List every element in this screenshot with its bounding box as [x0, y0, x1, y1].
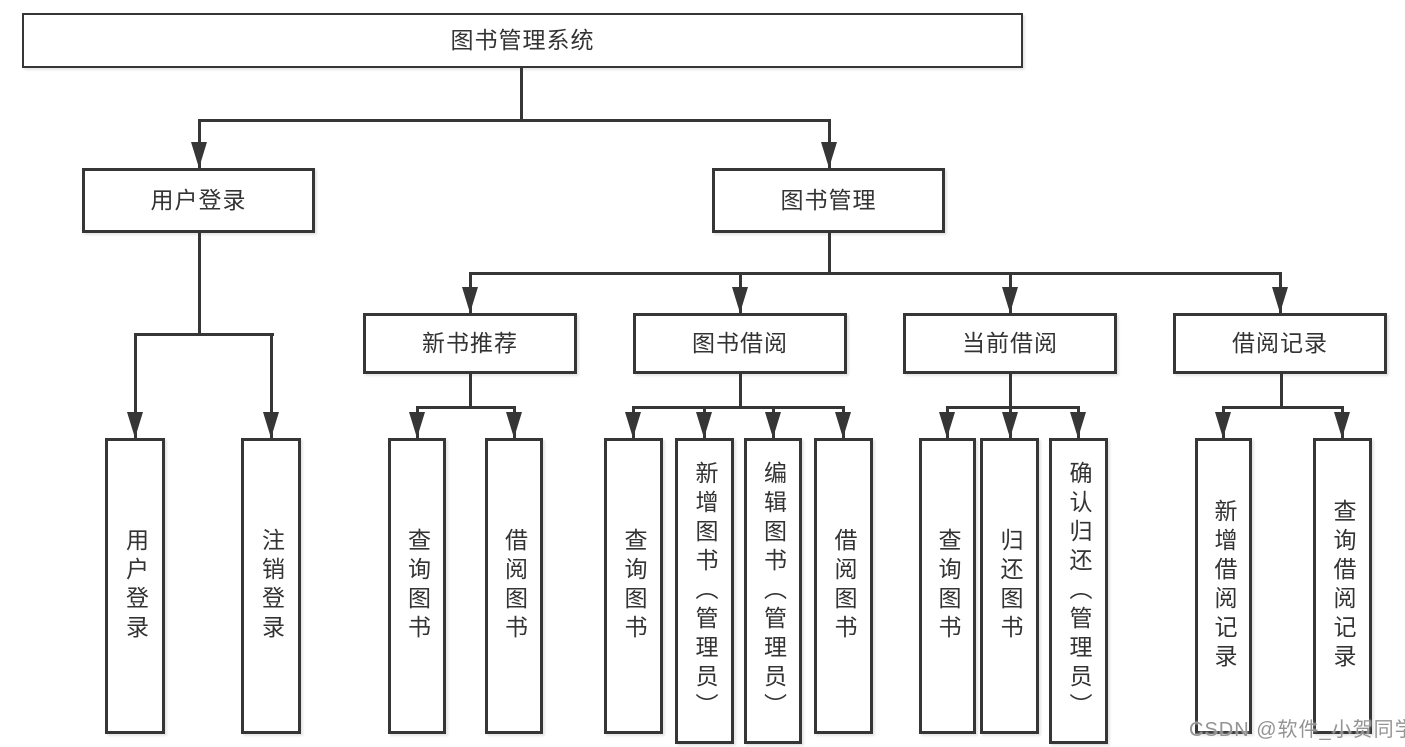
connector-stem-line [520, 68, 523, 121]
arrow-down-icon [696, 412, 712, 438]
arrow-down-icon [625, 412, 641, 438]
node-bb-edit-books-admin: 编辑图书（管理员） [744, 438, 802, 744]
arrow-down-icon [1002, 287, 1018, 313]
arrow-down-icon [821, 142, 837, 168]
node-br-add-record: 新增借阅记录 [1195, 438, 1252, 734]
connector-stem-line [1280, 374, 1283, 408]
arrow-down-icon [835, 412, 851, 438]
arrow-down-icon [1070, 412, 1086, 438]
connector-stem-line [739, 374, 742, 408]
node-bb-query-books: 查询图书 [604, 438, 663, 734]
arrow-down-icon [1002, 412, 1018, 438]
connector-stem-line [828, 233, 831, 275]
arrow-down-icon [191, 142, 207, 168]
node-logout: 注销登录 [241, 438, 301, 734]
arrow-down-icon [506, 412, 522, 438]
connector-arrow-line [270, 333, 273, 438]
connector-arrow-line [134, 333, 137, 438]
connector-stem-line [198, 233, 201, 335]
node-book-management: 图书管理 [712, 168, 945, 233]
node-new-book-recommend: 新书推荐 [363, 313, 577, 374]
connector-branch-line [134, 333, 274, 336]
node-cb-confirm-return-admin: 确认归还（管理员） [1049, 438, 1108, 744]
connector-branch-line [469, 272, 1282, 275]
node-nbr-query-books: 查询图书 [388, 438, 446, 734]
node-user-login: 用户登录 [82, 168, 315, 233]
connector-branch-line [1222, 406, 1344, 409]
connector-branch-line [416, 406, 516, 409]
node-current-borrow: 当前借阅 [903, 313, 1117, 374]
node-cb-query-books: 查询图书 [919, 438, 976, 734]
connector-branch-line [198, 119, 831, 122]
node-borrow-records: 借阅记录 [1173, 313, 1387, 374]
arrow-down-icon [263, 412, 279, 438]
node-root: 图书管理系统 [22, 13, 1023, 68]
node-nbr-borrow-books: 借阅图书 [485, 438, 543, 734]
arrow-down-icon [765, 412, 781, 438]
node-bb-add-books-admin: 新增图书（管理员） [675, 438, 734, 744]
connector-stem-line [469, 374, 472, 408]
node-cb-return-books: 归还图书 [980, 438, 1039, 734]
node-br-query-record: 查询借阅记录 [1313, 438, 1372, 734]
arrow-down-icon [127, 412, 143, 438]
arrow-down-icon [409, 412, 425, 438]
arrow-down-icon [1334, 412, 1350, 438]
arrow-down-icon [939, 412, 955, 438]
node-book-borrow: 图书借阅 [633, 313, 847, 374]
node-bb-borrow-books: 借阅图书 [814, 438, 873, 734]
node-user-login-action: 用户登录 [105, 438, 165, 734]
connector-stem-line [1009, 374, 1012, 408]
connector-branch-line [946, 406, 1080, 409]
arrow-down-icon [732, 287, 748, 313]
arrow-down-icon [1272, 287, 1288, 313]
connector-branch-line [632, 406, 845, 409]
watermark: CSDN @软件_小贺同学 [1189, 719, 1405, 741]
arrow-down-icon [1215, 412, 1231, 438]
arrow-down-icon [462, 287, 478, 313]
